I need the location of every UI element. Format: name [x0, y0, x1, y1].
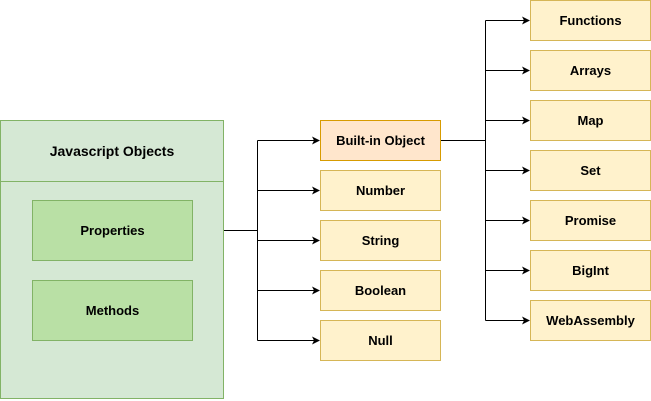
properties-node[interactable]: Properties: [32, 200, 193, 261]
builtin-object-node[interactable]: Built-in Object: [320, 120, 441, 161]
string-node[interactable]: String: [320, 220, 441, 261]
arrays-node[interactable]: Arrays: [530, 50, 651, 91]
methods-node[interactable]: Methods: [32, 280, 193, 341]
number-node[interactable]: Number: [320, 170, 441, 211]
container-title: Javascript Objects: [1, 121, 223, 182]
webassembly-node[interactable]: WebAssembly: [530, 300, 651, 341]
functions-node[interactable]: Functions: [530, 0, 651, 41]
set-node[interactable]: Set: [530, 150, 651, 191]
bigint-node[interactable]: BigInt: [530, 250, 651, 291]
null-node[interactable]: Null: [320, 320, 441, 361]
map-node[interactable]: Map: [530, 100, 651, 141]
boolean-node[interactable]: Boolean: [320, 270, 441, 311]
promise-node[interactable]: Promise: [530, 200, 651, 241]
